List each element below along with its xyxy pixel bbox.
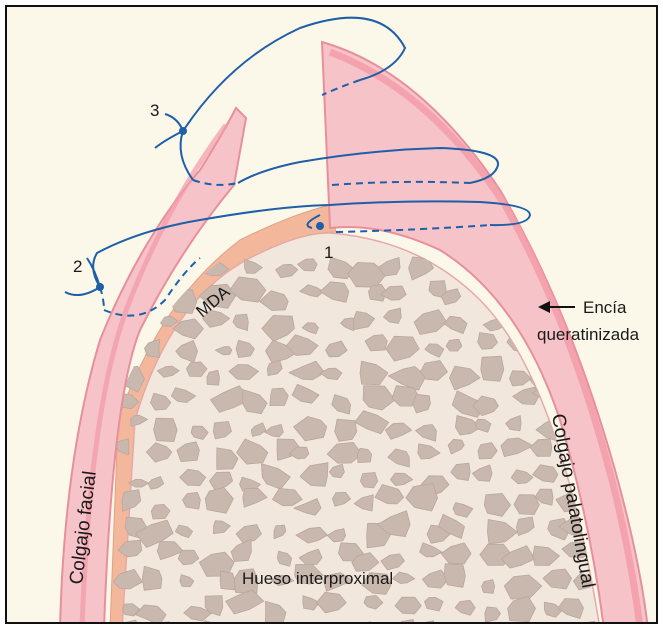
encia-label-line2: queratinizada (537, 325, 640, 344)
suture-knot-3 (179, 127, 187, 135)
hueso-label: Hueso interproximal (242, 569, 393, 588)
bone-trabecula (220, 571, 235, 590)
bone-trabecula (154, 418, 178, 442)
bone-trabecula (207, 370, 220, 385)
suture-knot-2 (96, 283, 104, 291)
bone-trabecula (444, 564, 465, 588)
suture-label-3: 3 (150, 101, 159, 120)
suture-knot-1 (316, 222, 324, 230)
bone-trabecula (360, 473, 377, 488)
encia-label-line1: Encía (583, 298, 627, 317)
suture-label-1: 1 (324, 243, 333, 262)
suture-label-2: 2 (73, 257, 82, 276)
bone-trabecula (246, 625, 263, 629)
bone-trabecula (481, 356, 504, 381)
bone-trabecula (329, 624, 353, 629)
